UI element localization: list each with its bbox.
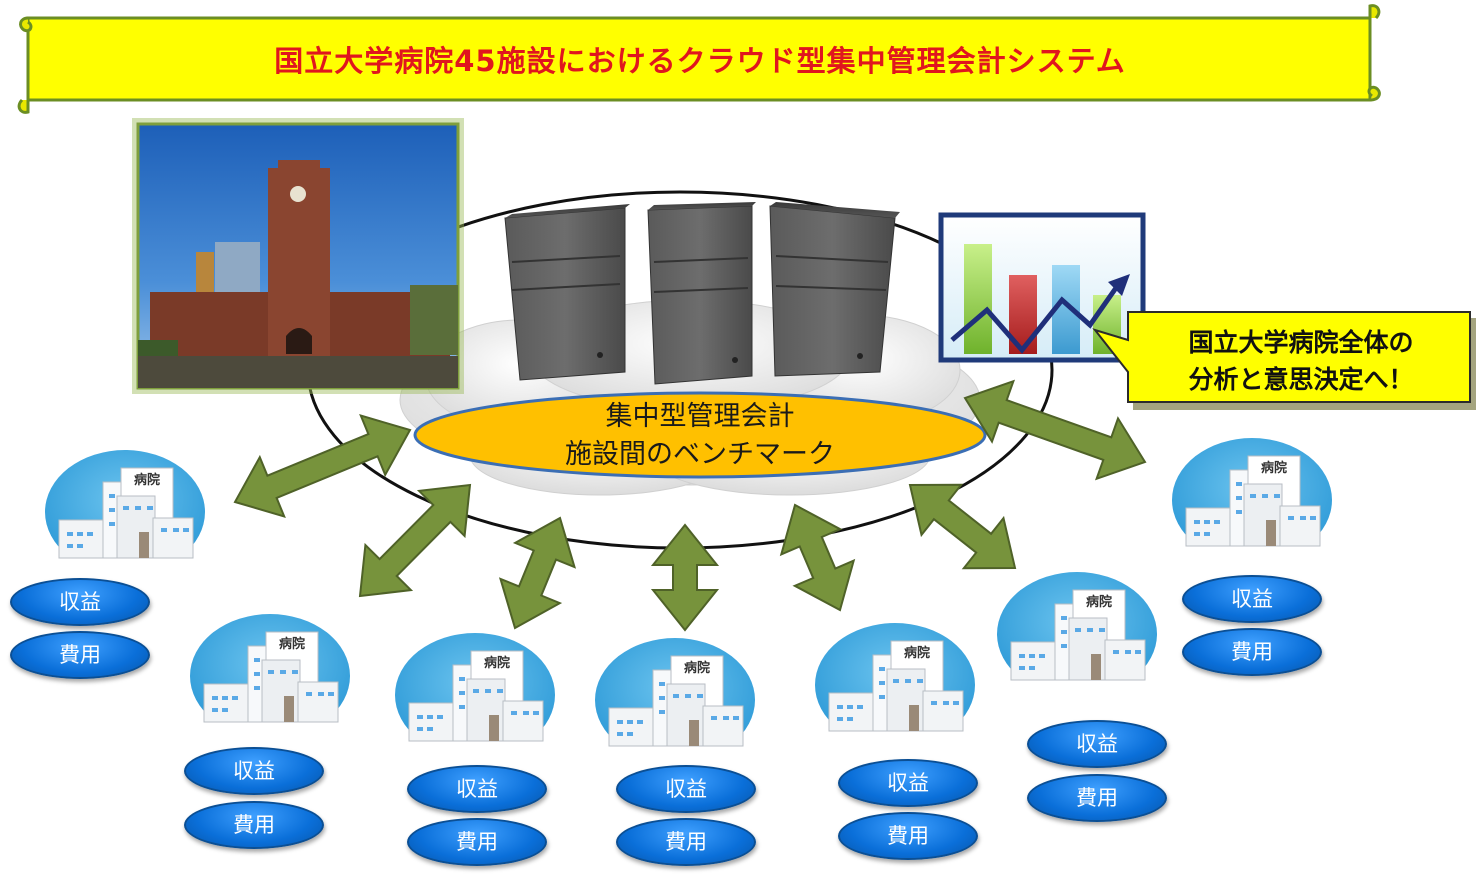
cost-pill: 費用 xyxy=(616,818,756,866)
cost-pill: 費用 xyxy=(838,812,978,860)
hospital-sign: 病院 xyxy=(684,660,710,676)
hospital-icon: 病院 xyxy=(814,622,976,749)
hospital-sign: 病院 xyxy=(1261,460,1287,476)
hospital-sign: 病院 xyxy=(484,655,510,671)
cost-pill: 費用 xyxy=(10,631,150,679)
center-label-line1: 集中型管理会計 xyxy=(605,401,795,432)
hospital-icon: 病院 xyxy=(394,632,556,759)
revenue-pill: 収益 xyxy=(10,578,150,626)
revenue-pill: 収益 xyxy=(1182,575,1322,623)
server-icon xyxy=(769,202,900,377)
server-icon xyxy=(647,202,756,385)
revenue-pill: 収益 xyxy=(407,765,547,813)
chart-icon xyxy=(938,212,1146,363)
revenue-pill: 収益 xyxy=(1027,720,1167,768)
cost-pill: 費用 xyxy=(1182,628,1322,676)
revenue-pill: 収益 xyxy=(838,759,978,807)
hospital-sign: 病院 xyxy=(904,645,930,661)
callout-text: 国立大学病院全体の 分析と意思決定へ！ xyxy=(1132,324,1470,398)
revenue-pill: 収益 xyxy=(184,747,324,795)
page-title: 国立大学病院45施設におけるクラウド型集中管理会計システム xyxy=(274,44,1126,78)
hospital-icon: 病院 xyxy=(44,449,206,576)
center-ellipse xyxy=(413,391,987,479)
hospital-icon: 病院 xyxy=(996,571,1158,698)
callout-box xyxy=(1092,311,1476,410)
cost-pill: 費用 xyxy=(184,801,324,849)
hospital-sign: 病院 xyxy=(279,636,305,652)
cost-pill: 費用 xyxy=(1027,774,1167,822)
title-banner xyxy=(17,4,1381,114)
revenue-pill: 収益 xyxy=(616,765,756,813)
bidirectional-arrow xyxy=(498,516,577,630)
center-label: 集中型管理会計 施設間のベンチマーク xyxy=(420,398,980,474)
bidirectional-arrow xyxy=(908,483,1017,570)
university-photo xyxy=(132,118,464,394)
server-icon xyxy=(504,204,630,381)
hospital-sign: 病院 xyxy=(1086,594,1112,610)
bidirectional-arrow xyxy=(650,523,720,632)
bidirectional-arrow xyxy=(358,483,472,598)
hospital-sign: 病院 xyxy=(134,472,160,488)
bidirectional-arrow xyxy=(779,503,856,612)
hospital-icon: 病院 xyxy=(189,613,351,740)
bidirectional-arrow xyxy=(963,379,1147,481)
callout-line2: 分析と意思決定へ！ xyxy=(1188,365,1414,394)
hospital-icon: 病院 xyxy=(594,637,756,764)
bidirectional-arrow xyxy=(233,414,412,518)
cost-pill: 費用 xyxy=(407,818,547,866)
hospital-icon: 病院 xyxy=(1171,437,1333,564)
center-label-line2: 施設間のベンチマーク xyxy=(565,439,835,470)
callout-line1: 国立大学病院全体の xyxy=(1188,328,1414,357)
